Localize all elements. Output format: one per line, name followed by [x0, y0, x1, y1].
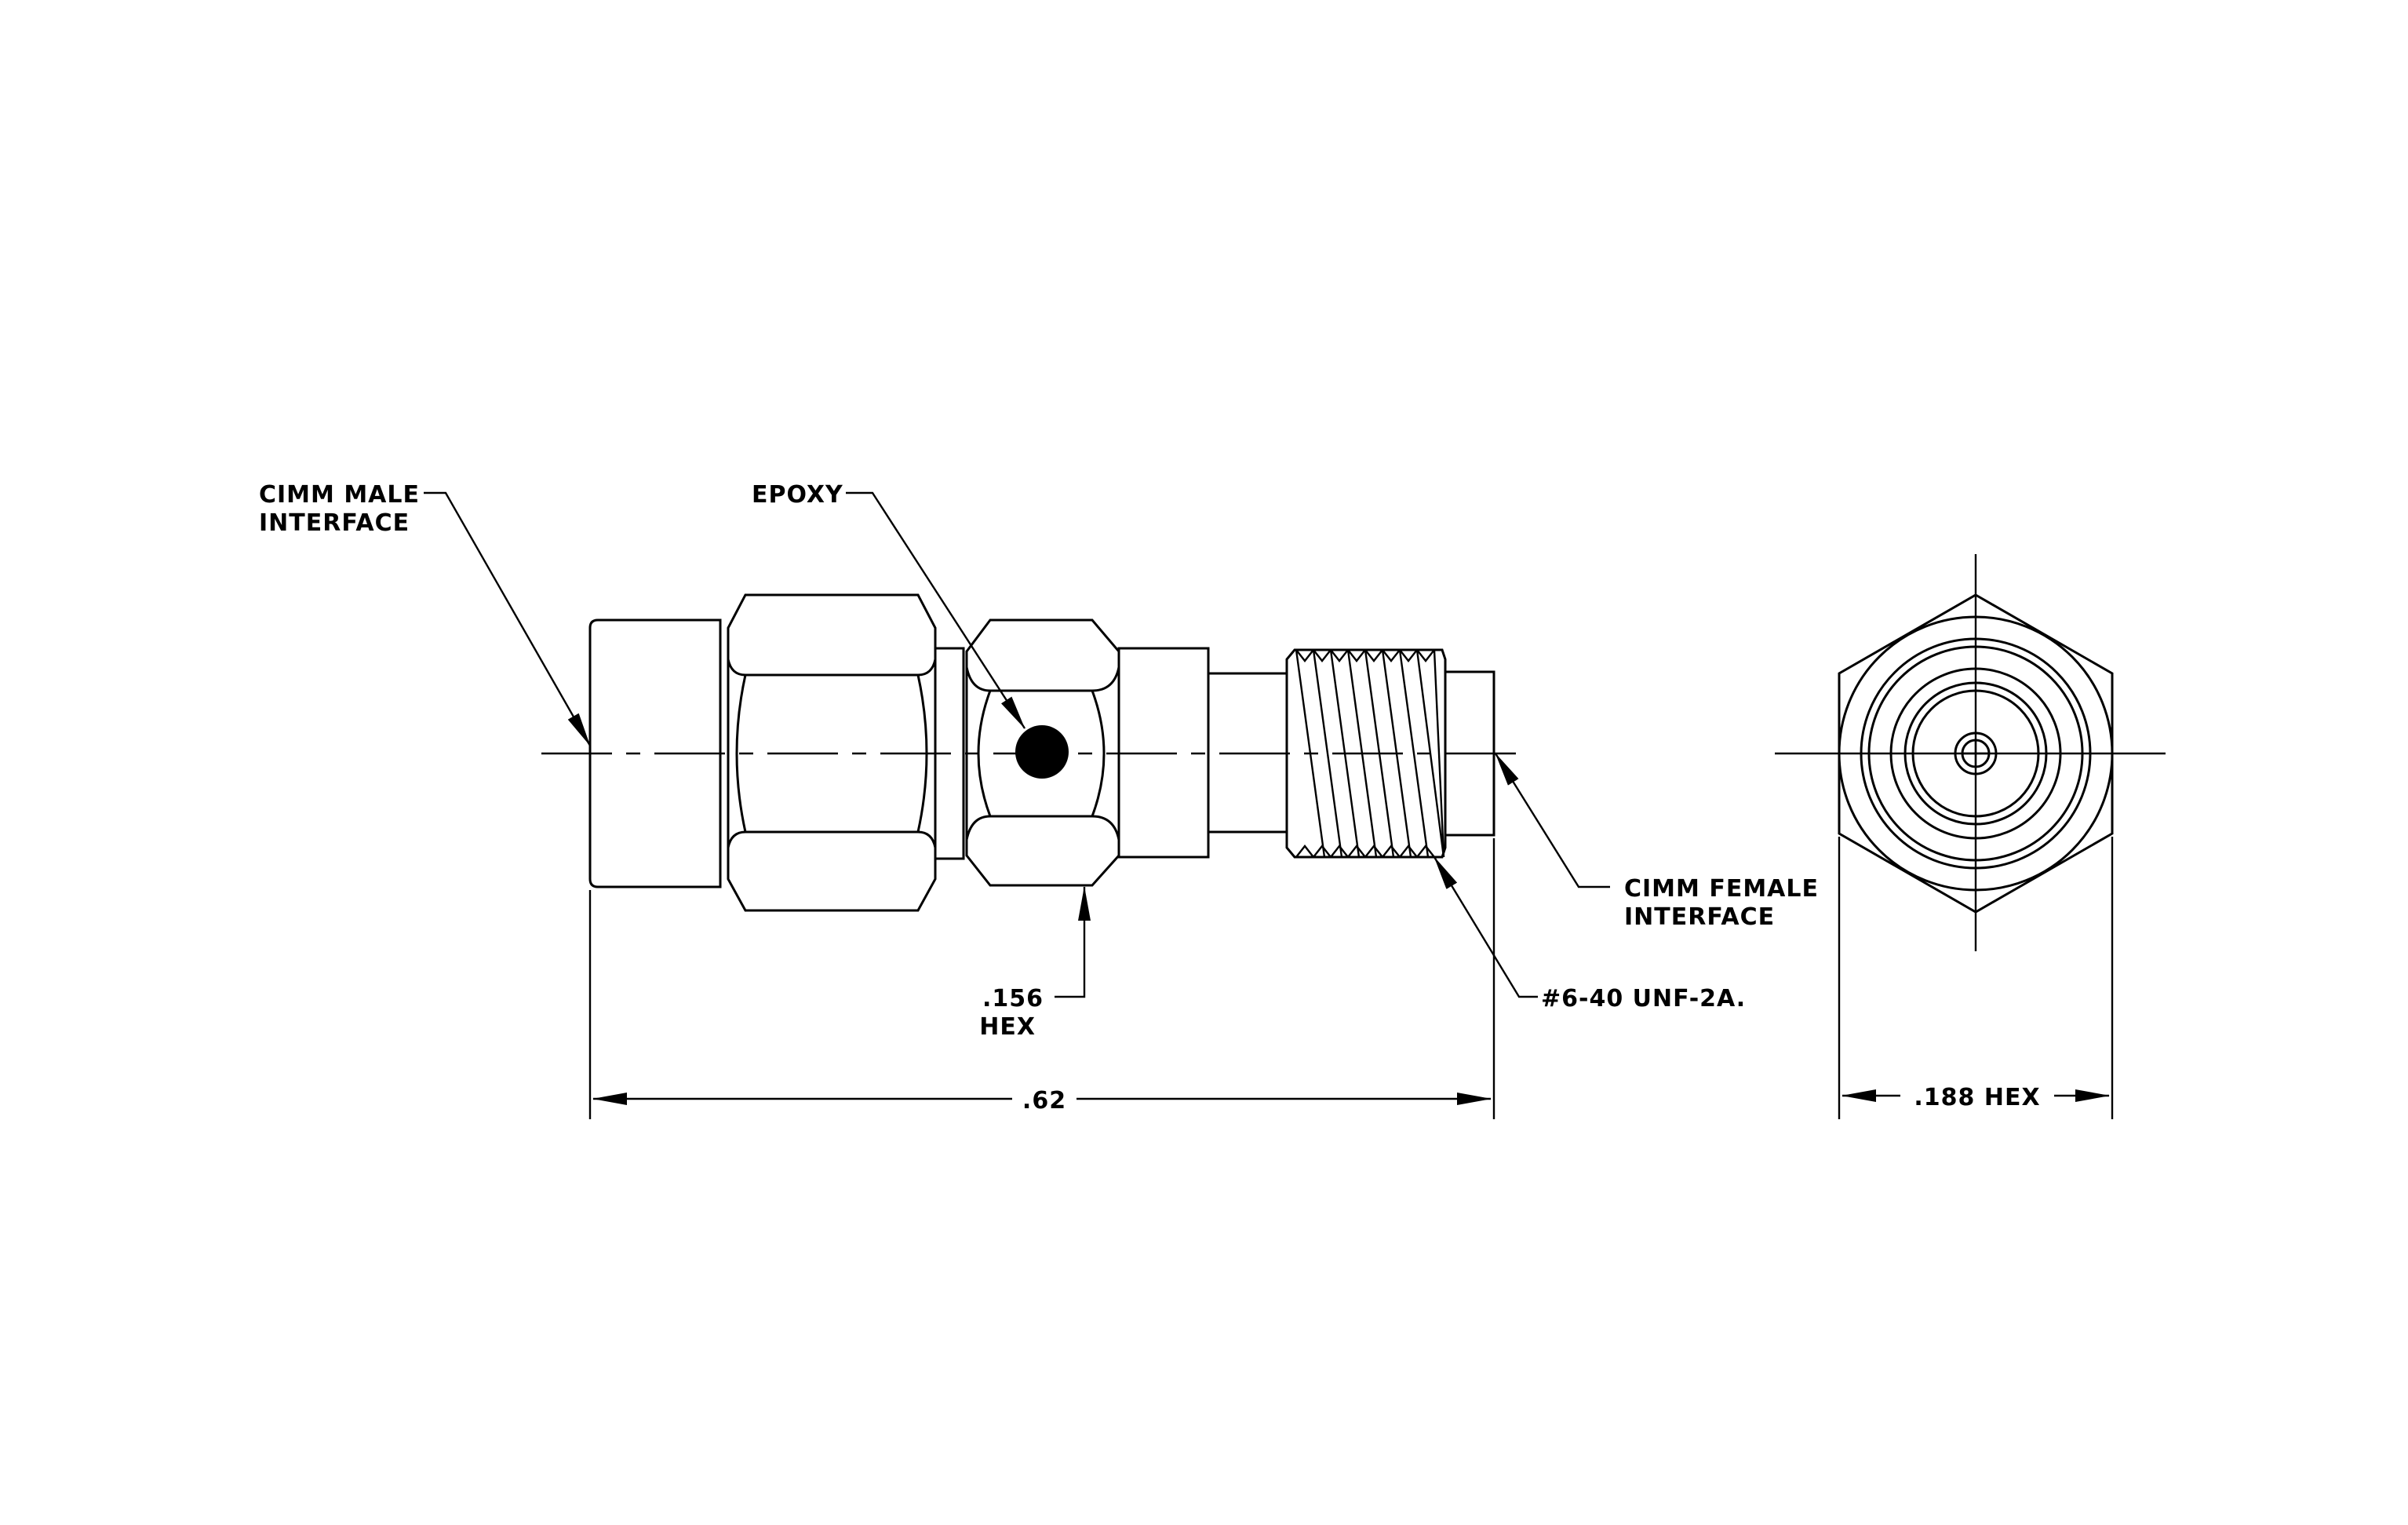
- cimm-male-leader: [424, 491, 592, 746]
- thread-line: [1398, 649, 1430, 858]
- hex-small-leader: [1055, 886, 1091, 998]
- labels: CIMM MALE INTERFACE EPOXY CIMM FEMALE IN…: [259, 481, 2040, 1115]
- thread-line: [1381, 649, 1412, 858]
- end-view: [1775, 554, 2166, 951]
- body-hex: [965, 618, 1120, 887]
- epoxy-label: EPOXY: [752, 481, 843, 509]
- epoxy-dot: [1015, 725, 1069, 779]
- end-outer-ring: [1860, 637, 2092, 870]
- thread-line: [1433, 649, 1445, 858]
- thread-line: [1364, 649, 1395, 858]
- annotations: [424, 491, 2114, 1119]
- thread-line: [1312, 649, 1343, 858]
- body-neck: [935, 647, 965, 860]
- thread-label: #6-40 UNF-2A.: [1541, 985, 1746, 1012]
- overall-length-label: .62: [1022, 1087, 1066, 1115]
- cimm-male-label-line2: INTERFACE: [259, 509, 410, 537]
- thread-crest: [1295, 649, 1314, 858]
- side-view: [541, 593, 1522, 912]
- cimm-female-leader: [1494, 753, 1610, 888]
- end-body-ring: [1867, 645, 2084, 862]
- cimm-female-label-line2: INTERFACE: [1624, 903, 1775, 931]
- coupling-hex-nut: [727, 593, 937, 912]
- end-inner-ring: [1903, 681, 2048, 826]
- epoxy-leader: [846, 491, 1026, 729]
- end-view-hex: [1838, 593, 2114, 914]
- body-collar: [1117, 647, 1210, 859]
- end-pin-ring: [1954, 731, 1998, 775]
- hex-large-label: .188 HEX: [1914, 1084, 2040, 1111]
- cimm-female-label-line1: CIMM FEMALE: [1624, 875, 1819, 903]
- end-coupling-ring: [1889, 667, 2062, 840]
- end-chamfer-circle: [1838, 615, 2114, 892]
- cimm-male-label-line1: CIMM MALE: [259, 481, 420, 509]
- threaded-section: [1285, 648, 1447, 859]
- center-pin-cross: [1962, 740, 1989, 767]
- hex-small-unit: HEX: [979, 1013, 1036, 1041]
- end-bore-ring: [1911, 689, 2040, 818]
- thread-line: [1329, 649, 1361, 858]
- thread-leader: [1433, 856, 1538, 998]
- thread-line: [1415, 649, 1445, 858]
- male-coupling-body: [588, 618, 722, 888]
- female-tip: [1445, 670, 1495, 837]
- hex-small-value: .156: [982, 985, 1044, 1012]
- thread-line: [1295, 649, 1326, 858]
- thread-line: [1346, 649, 1378, 858]
